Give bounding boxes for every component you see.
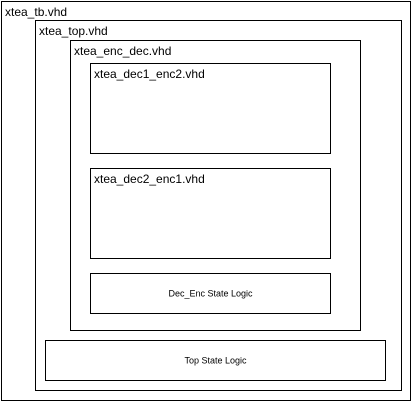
xtea-dec1-enc2-block: xtea_dec1_enc2.vhd <box>90 63 331 154</box>
xtea-dec1-enc2-label: xtea_dec1_enc2.vhd <box>94 67 205 81</box>
xtea-top-label: xtea_top.vhd <box>39 24 108 38</box>
dec-enc-state-logic-label: Dec_Enc State Logic <box>168 288 253 298</box>
top-state-logic-label: Top State Logic <box>184 355 247 365</box>
xtea-dec2-enc1-label: xtea_dec2_enc1.vhd <box>94 172 205 186</box>
dec-enc-state-logic-block: Dec_Enc State Logic <box>90 273 331 314</box>
xtea-tb-label: xtea_tb.vhd <box>5 5 68 19</box>
xtea-dec2-enc1-block: xtea_dec2_enc1.vhd <box>90 168 331 259</box>
xtea-enc-dec-label: xtea_enc_dec.vhd <box>74 44 172 58</box>
top-state-logic-block: Top State Logic <box>45 340 386 381</box>
